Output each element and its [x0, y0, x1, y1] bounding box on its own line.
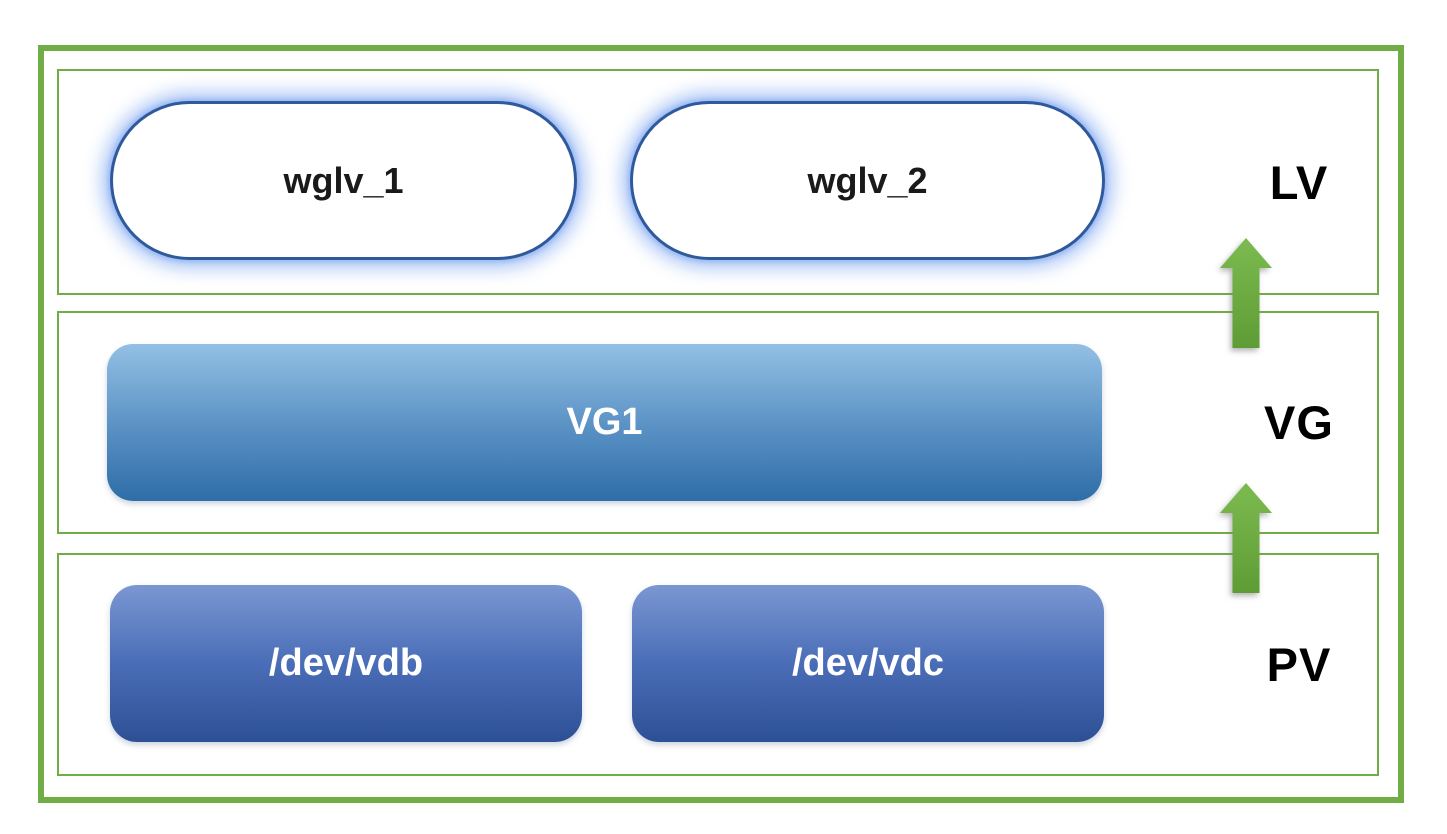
node-label: /dev/vdc [791, 642, 945, 684]
layer-section-pv: /dev/vdb /dev/vdc PV [57, 553, 1379, 776]
layer-label-vg: VG [1264, 396, 1334, 449]
arrow-vg-to-lv-icon [1220, 238, 1272, 348]
node-label: wglv_2 [807, 159, 928, 201]
lv-node-wglv-2: wglv_2 [630, 101, 1105, 260]
vg-node-vg1: VG1 [107, 344, 1102, 501]
lv-node-wglv-1: wglv_1 [110, 101, 577, 260]
layer-label-pv: PV [1266, 638, 1332, 691]
pv-node-dev-vdb: /dev/vdb [110, 585, 582, 742]
layer-label-lv: LV [1269, 155, 1329, 209]
layer-section-lv: wglv_1 wglv_2 LV [57, 69, 1379, 295]
arrow-pv-to-vg-icon [1220, 483, 1272, 593]
node-label: /dev/vdb [268, 642, 424, 684]
outer-frame [38, 45, 1404, 803]
node-label: wglv_1 [283, 159, 404, 201]
layer-section-vg: VG1 VG [57, 311, 1379, 534]
node-label: VG1 [566, 401, 643, 443]
pv-node-dev-vdc: /dev/vdc [632, 585, 1104, 742]
